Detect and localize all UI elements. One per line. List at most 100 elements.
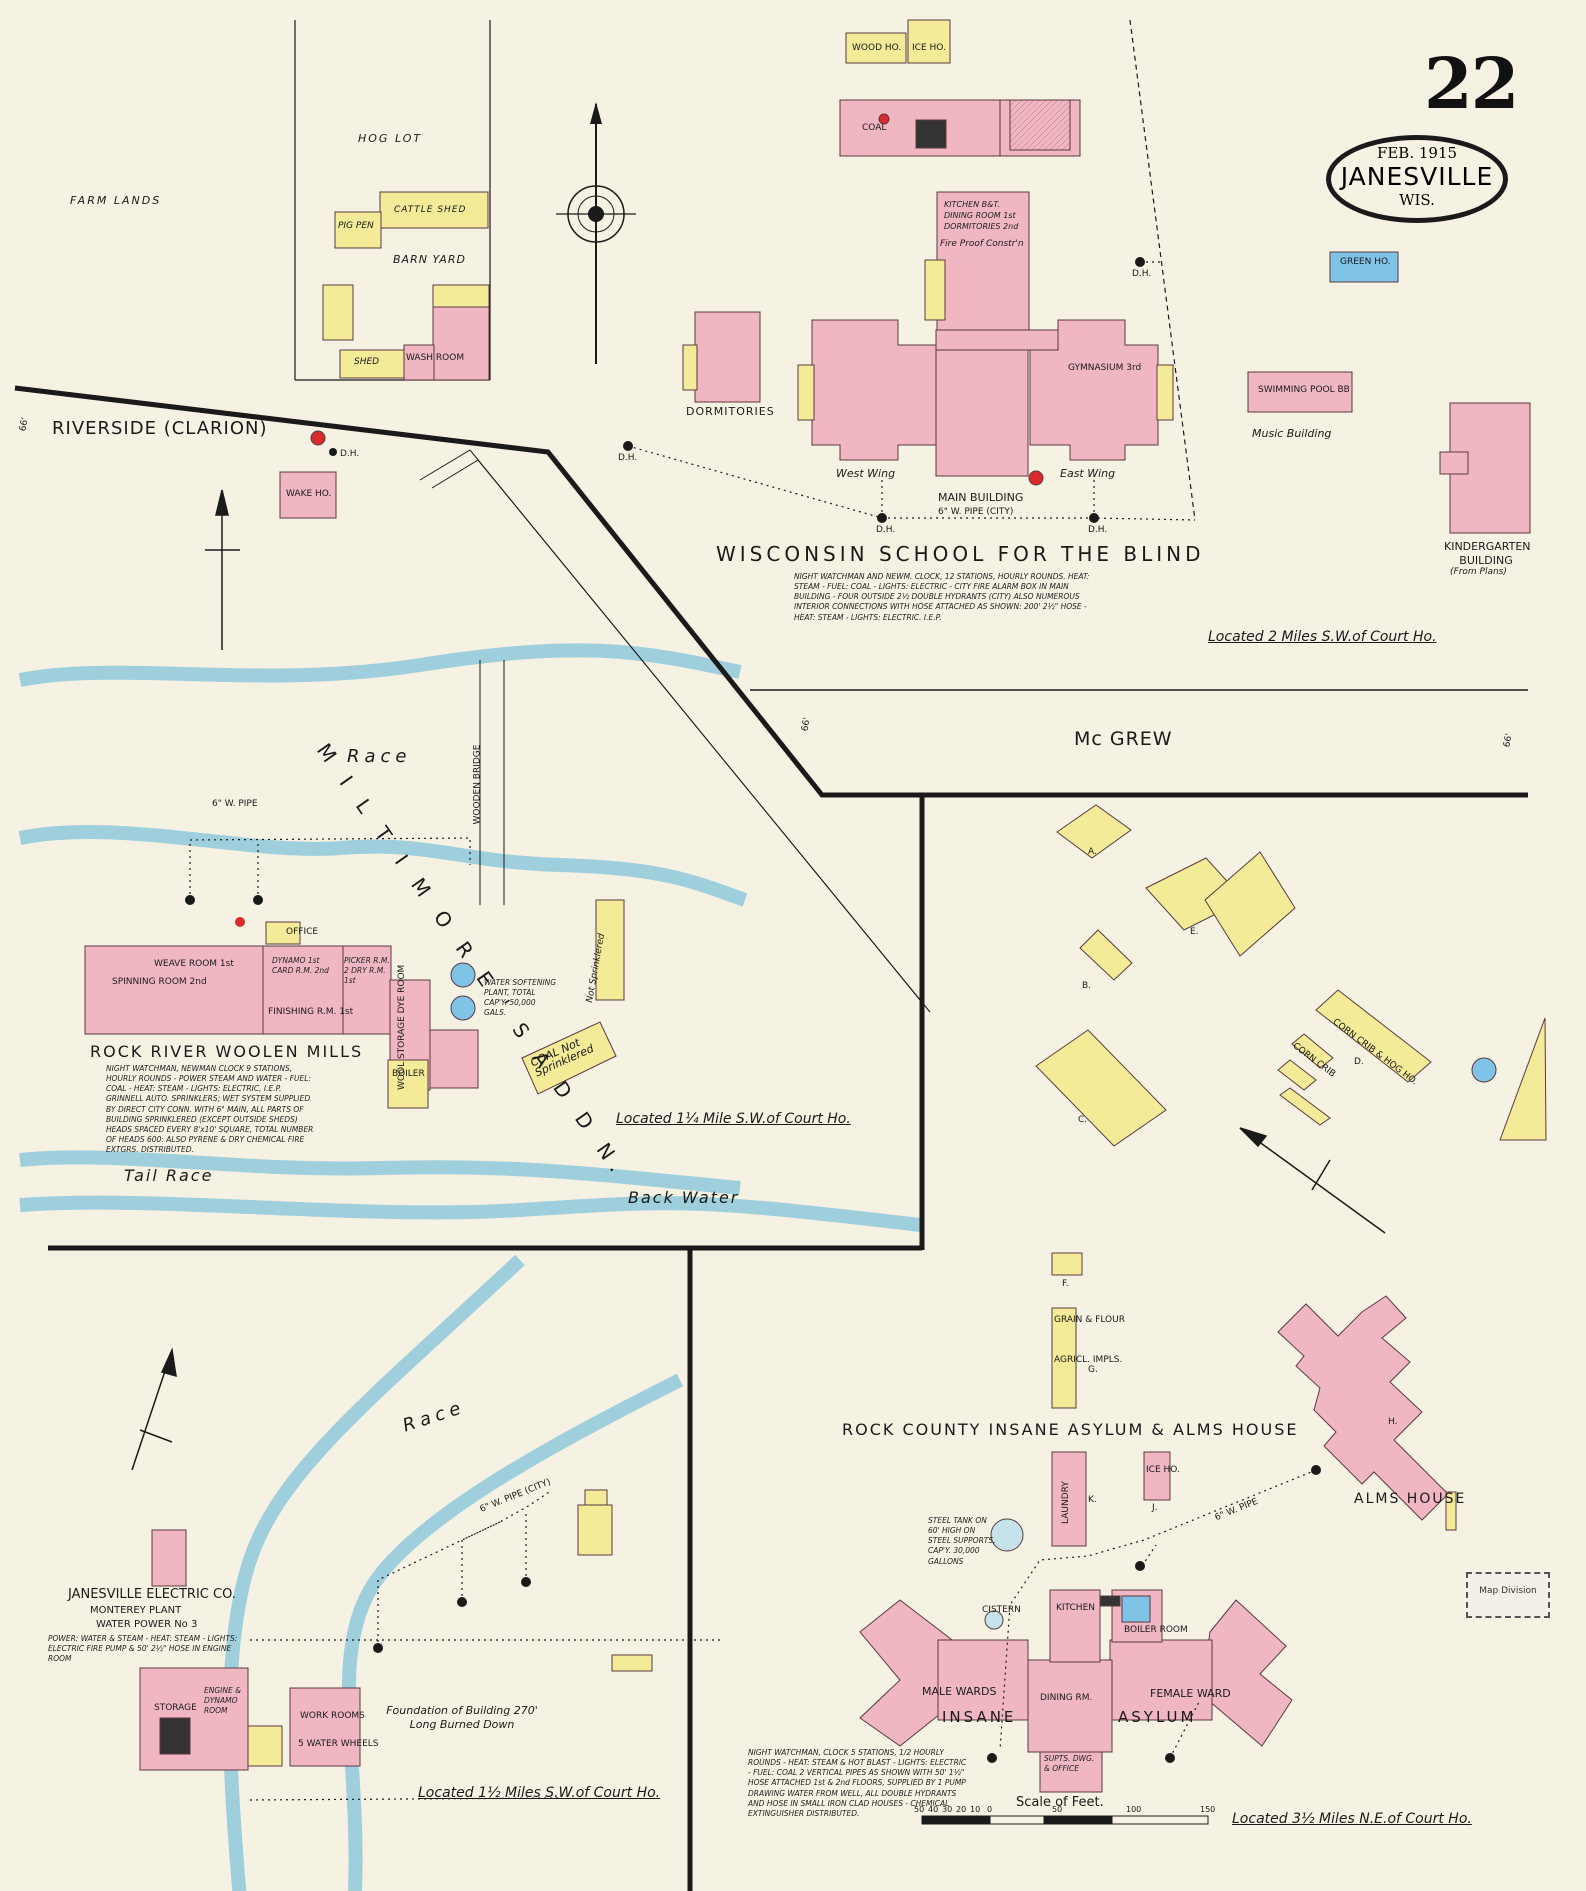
water-tank-2	[450, 995, 476, 1021]
frame-building-e	[1035, 1029, 1167, 1147]
coal-label: COAL	[862, 123, 887, 133]
alms-house-label: ALMS HOUSE	[1354, 1491, 1467, 1507]
kitchen-corridor	[924, 259, 946, 321]
shed-label: SHED	[354, 357, 380, 367]
kitchen-label: KITCHEN B&T. DINING ROOM 1st DORMITORIES…	[944, 200, 1019, 231]
from-plans-label: (From Plans)	[1450, 567, 1507, 577]
hydrant	[1311, 1465, 1321, 1475]
barn-wash	[403, 344, 435, 381]
scale-tick-3: 20	[956, 1805, 967, 1814]
kitchen-asylum-label: KITCHEN	[1056, 1603, 1095, 1613]
tail-race-label: Tail Race	[124, 1166, 214, 1185]
weave-room-label: WEAVE ROOM 1st	[154, 959, 234, 969]
frame-building-far-right	[1499, 1017, 1547, 1141]
water-tank-1	[450, 962, 476, 988]
letter-g: G.	[1088, 1365, 1098, 1375]
electric-co-sub2: WATER POWER No 3	[96, 1619, 198, 1630]
ice-house-label: ICE HO.	[912, 43, 946, 53]
ice-house-asylum	[1143, 1451, 1171, 1501]
supts-office	[1039, 1751, 1103, 1793]
scale-tick-7: 100	[1126, 1805, 1142, 1814]
grain-label: GRAIN & FLOUR	[1054, 1315, 1125, 1325]
west-wing	[811, 319, 937, 461]
scale-tick-2: 30	[942, 1805, 953, 1814]
back-water-label: Back Water	[628, 1188, 740, 1207]
wood-house	[845, 32, 907, 64]
asylum-notes: NIGHT WATCHMAN, CLOCK 5 STATIONS, 1/2 HO…	[748, 1748, 967, 1818]
boiler-room	[387, 1059, 429, 1109]
scale-title: Scale of Feet.	[1016, 1795, 1104, 1810]
fire-marker-2	[1028, 470, 1044, 486]
east-wing-porch	[1156, 364, 1174, 421]
letter-a: A.	[1088, 847, 1097, 857]
hog-lot-label: HOG LOT	[358, 132, 423, 145]
work-rooms	[289, 1687, 361, 1767]
dynamo-card-room	[262, 945, 344, 1035]
kitchen-dormitory	[936, 191, 1030, 333]
ice-house-asylum-label: ICE HO.	[1146, 1465, 1180, 1475]
woolen-mills-location: Located 1¼ Mile S.W.of Court Ho.	[616, 1111, 851, 1127]
barn-shed	[339, 349, 405, 379]
dh-label-3: D.H.	[876, 525, 896, 535]
hydrant	[373, 1643, 383, 1653]
woolen-mills-notes: NIGHT WATCHMAN, NEWMAN CLOCK 9 STATIONS,…	[106, 1064, 314, 1154]
asylum-title: ROCK COUNTY INSANE ASYLUM & ALMS HOUSE	[842, 1420, 1299, 1439]
main-building-label: MAIN BUILDING	[938, 491, 1024, 504]
blind-school-buildings	[279, 19, 1531, 534]
scale-tick-1: 40	[928, 1805, 939, 1814]
storage-label: STORAGE	[154, 1703, 197, 1713]
hydrant	[1135, 1561, 1145, 1571]
dining-room-label: DINING RM.	[1040, 1693, 1093, 1703]
barn-side	[322, 284, 354, 341]
hydrant	[877, 513, 887, 523]
main-building-connector	[935, 329, 1059, 351]
frame-building-c	[1204, 851, 1296, 957]
riverside-street-label: RIVERSIDE (CLARION)	[52, 418, 268, 439]
mill-pipe-label: 6" W. PIPE	[212, 799, 258, 809]
east-wing-label: East Wing	[1060, 467, 1116, 480]
fire-marker	[235, 917, 245, 927]
stack-shed	[1009, 99, 1071, 151]
coal-shed-mill	[521, 1021, 617, 1095]
asylum-hydrants	[987, 1465, 1321, 1763]
grain-flour	[1051, 1307, 1077, 1409]
fire-marker-3	[878, 113, 890, 125]
supts-label: SUPTS. DWG. & OFFICE	[1044, 1754, 1095, 1774]
engine-room-label: ENGINE & DYNAMO ROOM	[204, 1686, 241, 1716]
river-lower-2	[341, 1373, 684, 1891]
dormitories-label: DORMITORIES	[686, 405, 775, 418]
swimming-pool-label: SWIMMING POOL BB	[1258, 385, 1350, 395]
kitchen-block	[1049, 1589, 1101, 1663]
water-features	[18, 643, 921, 1891]
stamp-text: Map Division	[1479, 1586, 1537, 1596]
engine-dynamo-room	[139, 1667, 249, 1771]
dining-room-block	[1027, 1659, 1113, 1753]
woolen-mills-title: ROCK RIVER WOOLEN MILLS	[90, 1042, 364, 1061]
laundry	[1051, 1451, 1087, 1547]
hydrant	[185, 895, 195, 905]
ice-house	[907, 19, 951, 64]
boiler-room-asylum	[1121, 1595, 1151, 1623]
pig-pen-label: PIG PEN	[338, 221, 374, 231]
female-ward-block	[1109, 1639, 1213, 1721]
male-ward-wing	[859, 1599, 961, 1747]
gymnasium-label: GYMNASIUM 3rd	[1068, 363, 1142, 373]
wake-house	[279, 471, 337, 519]
mill-hydrant-lines	[189, 837, 471, 900]
scale-tick-8: 150	[1200, 1805, 1216, 1814]
hydrant	[1135, 257, 1145, 267]
dormitories	[694, 311, 761, 403]
blind-school-fence	[1129, 19, 1196, 521]
male-wards-block	[937, 1639, 1029, 1721]
blind-school-notes: NIGHT WATCHMAN AND NEWM. CLOCK, 12 STATI…	[794, 572, 1090, 622]
fire-proof-label: Fire Proof Constr'n	[940, 239, 1024, 249]
water-softening-label: WATER SOFTENING PLANT, TOTAL CAP'Y. 50,0…	[484, 978, 557, 1018]
corn-crib-hog-house	[1315, 989, 1432, 1083]
city-badge: FEB. 1915 JANESVILLE WIS.	[1326, 135, 1508, 223]
hydrant	[253, 895, 263, 905]
dormitories-porch	[682, 344, 698, 391]
letter-j: J.	[1152, 1503, 1158, 1513]
female-ward-label: FEMALE WARD	[1150, 1687, 1231, 1700]
electric-co-sub1: MONTEREY PLANT	[90, 1605, 182, 1616]
electric-hydrant-lines	[249, 1489, 720, 1801]
